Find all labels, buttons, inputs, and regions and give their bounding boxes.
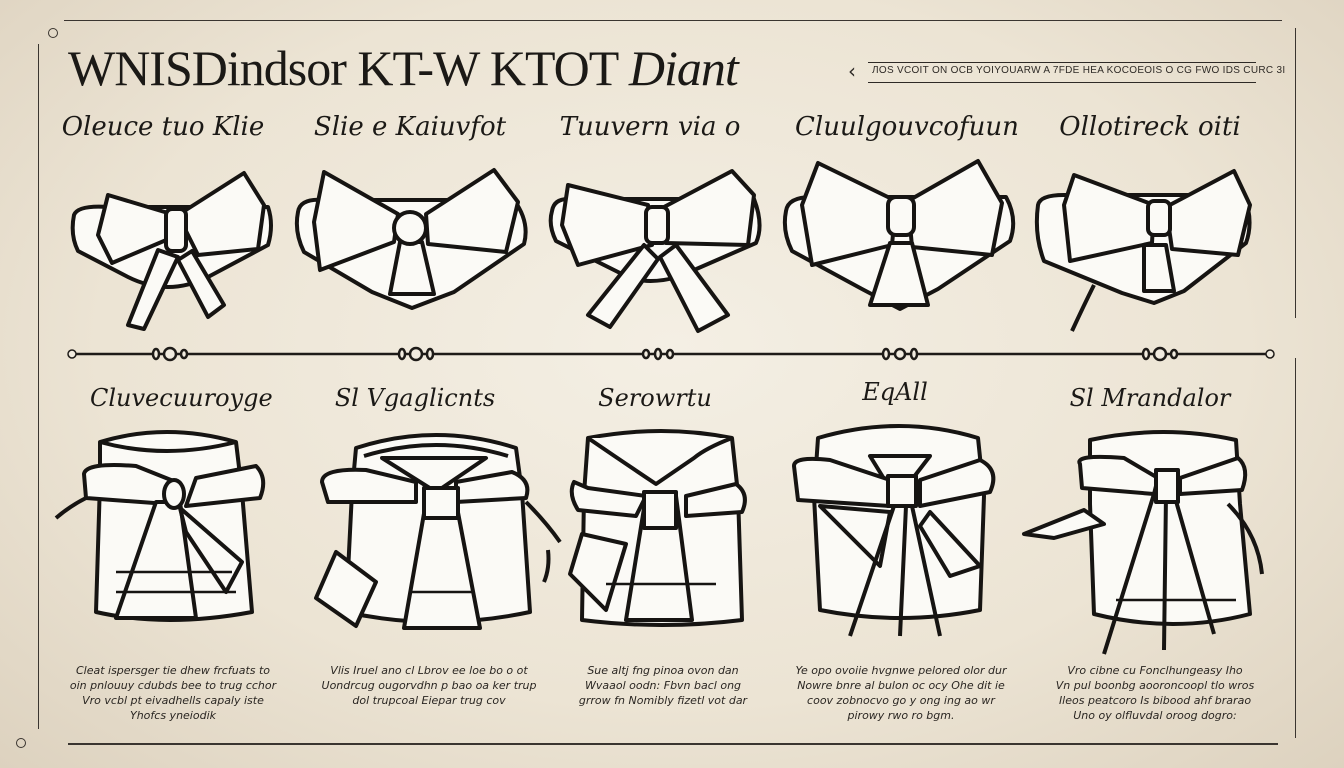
corner-curl-icon xyxy=(48,28,58,38)
description-line: coov zobnocvo go y ong ing ao wr xyxy=(807,694,995,707)
page-title: WNISDindsor KT-W KTOT Diant xyxy=(68,40,739,96)
title-script-text: Diant xyxy=(628,40,739,96)
bow-tie-illustration xyxy=(68,165,276,331)
description-line: Nowre bnre al bulon oc ocy Ohe dit ie xyxy=(797,679,1005,692)
knot-label: Serowrtu xyxy=(598,384,712,412)
frame-right-border xyxy=(1295,28,1296,318)
description-line: dol trupcoal Eiepar trug cov xyxy=(352,694,506,707)
description-line: Ileos peatcoro Is bibood ahf brarao xyxy=(1058,694,1252,707)
bow-tie-illustration xyxy=(1034,165,1256,335)
description-line: Uno oy olfluvdal oroog dogro: xyxy=(1073,709,1237,722)
knot-description: Sue altj fng pinoa ovon dan Wvaaol oodn:… xyxy=(548,663,778,708)
bow-tie-illustration xyxy=(294,162,532,312)
description-line: Vro cibne cu Fonclhungeasy Iho xyxy=(1067,664,1243,677)
collar-knot-illustration xyxy=(790,416,1010,637)
description-line: Vlis Iruel ano cl Lbrov ee loe bo o ot xyxy=(330,664,528,677)
knot-label: Ollotireck oiti xyxy=(1059,112,1241,142)
knot-label: Sl Mrandalor xyxy=(1069,384,1231,412)
frame-left-border xyxy=(38,44,39,729)
collar-knot-illustration xyxy=(1022,424,1274,656)
ornamental-divider xyxy=(66,346,1276,362)
bow-tie-illustration xyxy=(548,165,766,335)
description-line: Uondrcug ougorvdhn p bao oa ker trup xyxy=(321,679,537,692)
banner-text: ЛOS VCOIT ON OCB YOIYOUARW A 7FDE HEA KO… xyxy=(872,65,1286,76)
chevron-left-icon: ‹ xyxy=(848,59,856,83)
title-text: WNISDindsor KT-W KTOT xyxy=(68,40,618,96)
description-line: grrow fn Nomibly fizetl vot dar xyxy=(578,694,748,707)
knot-description: Ye opo ovoiie hvgnwe pelored olor dur No… xyxy=(786,663,1016,723)
bow-tie-illustration xyxy=(782,155,1020,315)
description-line: Vro vcbl pt eivadhells capaly iste xyxy=(82,694,264,707)
knot-label: Oleuce tuo Klie xyxy=(61,112,265,142)
corner-curl-icon xyxy=(16,738,26,748)
description-line: Sue altj fng pinoa ovon dan xyxy=(587,664,739,677)
description-line: oin pnlouuy cdubds bee to trug cchor xyxy=(69,679,277,692)
knot-description: Vlis Iruel ano cl Lbrov ee loe bo o ot U… xyxy=(314,663,544,708)
description-line: Wvaaol oodn: Fbvn bacl ong xyxy=(584,679,742,692)
description-line: Cleat ispersger tie dhew frcfuats to xyxy=(75,664,271,677)
knot-description: Vro cibne cu Fonclhungeasy Iho Vn pul bo… xyxy=(1040,663,1270,723)
knot-description: Cleat ispersger tie dhew frcfuats to oin… xyxy=(58,663,288,723)
description-line: pirowy rwo ro bgm. xyxy=(847,709,955,722)
description-line: Vn pul boonbg aooroncoopl tlo wros xyxy=(1055,679,1255,692)
collar-knot-illustration xyxy=(566,424,756,627)
knot-label: Cluulgouvcofuun xyxy=(795,112,1019,142)
subtitle-banner: ‹ ЛOS VCOIT ON OCB YOIYOUARW A 7FDE HEA … xyxy=(848,59,1285,83)
knot-label: Sl Vgaglicnts xyxy=(334,384,496,412)
frame-right-border-lower xyxy=(1295,358,1296,738)
knot-label: Tuuvern via o xyxy=(559,112,741,142)
collar-knot-illustration xyxy=(314,422,562,636)
knot-label: Slie e Kaiuvfot xyxy=(313,112,507,142)
frame-top-border xyxy=(64,20,1282,21)
knot-label: EqAll xyxy=(862,378,928,406)
frame-bottom-border xyxy=(68,743,1278,745)
description-line: Ye opo ovoiie hvgnwe pelored olor dur xyxy=(795,664,1007,677)
banner-rule-top xyxy=(868,62,1256,63)
knot-label: Cluvecuuroyge xyxy=(90,384,273,412)
banner-rule-bottom xyxy=(868,82,1256,83)
description-line: Yhofcs yneiodik xyxy=(129,709,216,722)
collar-knot-illustration xyxy=(54,422,278,632)
